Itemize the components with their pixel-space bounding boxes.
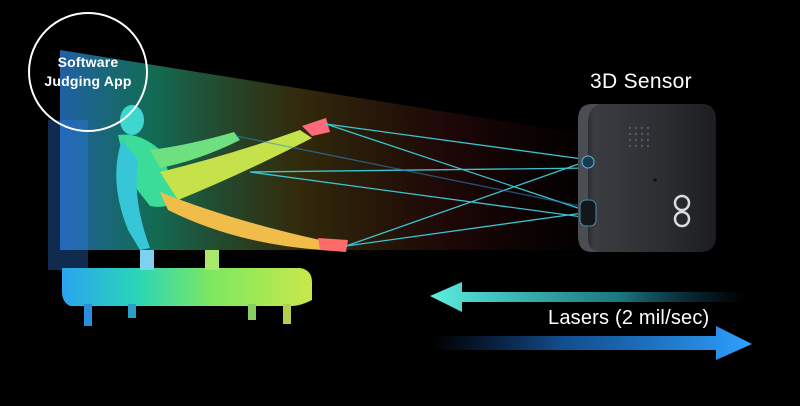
speaker-grille [628, 126, 650, 148]
pommel-horse [62, 250, 312, 326]
lasers-label: Lasers (2 mil/sec) [548, 307, 710, 329]
app-label-line1: Software [57, 54, 119, 70]
arrow-left [430, 282, 746, 312]
arrow-right [432, 326, 752, 360]
laser-beams [235, 123, 591, 247]
app-label-line2: Judging App [44, 73, 132, 89]
laser-arrows [430, 282, 752, 360]
infinity-logo-icon [673, 194, 691, 228]
sensor-device [578, 104, 716, 252]
left-glow [48, 120, 88, 270]
sensor-title: 3D Sensor [590, 70, 692, 93]
software-judging-app-badge: Software Judging App [28, 12, 148, 132]
